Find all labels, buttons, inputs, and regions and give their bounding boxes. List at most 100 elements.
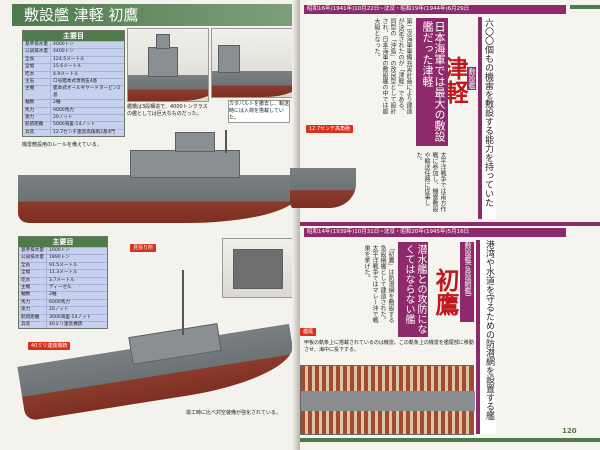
spec-value: 2軸: [53, 100, 61, 106]
tsugaru-date: 昭和16年(1941年)10月22日~沈没・昭和19年(1944年)6月29日: [304, 5, 566, 14]
tsugaru-type: 敷設艦: [467, 66, 476, 90]
photo-bridge: [127, 28, 209, 102]
section-header: 敷設艦 津軽 初鷹: [12, 4, 297, 26]
spec-value: 12.7センチ連装高角砲2基4門: [53, 129, 116, 135]
spec-value: 3.7メートル: [49, 277, 75, 283]
mast: [225, 130, 227, 153]
tsugaru-superstructure: [130, 150, 240, 178]
tsugaru-bridge: [175, 132, 215, 152]
spec-value: 1600トン: [49, 248, 70, 253]
spec-label: 基準排水量: [19, 248, 47, 255]
spec-label: 全長: [23, 56, 51, 64]
spec-value: 5000海里-14ノット: [53, 122, 96, 128]
spec-label: 馬力: [19, 299, 47, 307]
footer-bar: [300, 438, 600, 442]
spec-label: 兵装: [19, 322, 47, 329]
spec-label: 軸数: [19, 292, 47, 299]
hatsutaka-name: 初鷹: [431, 268, 460, 316]
tag-stern: 艦尾: [300, 328, 317, 336]
spec-value: 124.5メートル: [53, 56, 85, 62]
spec-value: 11.3メートル: [49, 270, 78, 276]
spec-value: 4400トン: [53, 49, 74, 55]
tsugaru-headline: 六〇〇個もの機雷を敷設する能力を持っていた: [478, 17, 496, 219]
tsugaru-title-block: 敷設艦 津軽: [440, 18, 476, 138]
caption-mines: 機雷敷設用のレールを備えている。: [22, 142, 102, 148]
divider: [300, 222, 600, 226]
page-number: 120: [562, 427, 577, 435]
caption-deck: 甲板の軌条上に搭載されているのは機雷。この軌条上の機雷を艦尾部に移動させ、海中に…: [304, 340, 474, 353]
tag-40mm: 40ミリ連装機銃: [28, 342, 71, 350]
spec-value: ディーゼル: [49, 285, 72, 291]
caption-hatsutaka: 竣工時に比べ対空装備が強化されている。: [186, 410, 281, 416]
spec-label: 主機: [19, 285, 47, 292]
header-accent: [570, 5, 600, 9]
spec-value: 艦本式オールギヤードタービン2基: [53, 86, 121, 98]
tag-lookout: 見張り所: [130, 244, 157, 252]
mast: [182, 270, 184, 335]
tsugaru-body-2: 太平洋戦争では南方作戦に参加し、機雷敷設や輸送任務に従事した。: [415, 152, 446, 212]
spec-value: 15.6メートル: [53, 64, 82, 70]
spec-label: 吃水: [19, 277, 47, 285]
hatsutaka-subtitle: 潜水艦との攻防になくてはならない艦: [398, 242, 428, 337]
spec-row: 主機ディーゼル: [19, 284, 107, 292]
spec-label: 軸数: [23, 100, 51, 107]
spec-value: 4.9メートル: [53, 71, 79, 77]
spec-label: 主缶: [23, 79, 51, 86]
spec-label: 主機: [23, 86, 51, 100]
spec-value: 4000トン: [53, 42, 74, 47]
spec-label: 速力: [23, 115, 51, 122]
spec-value: 9000馬力: [53, 107, 74, 113]
hatsutaka-body: 「初鷹」は防潜網を敷設する急設網艦として建造された。太平洋戦争ではマレー沖で戦果…: [363, 245, 394, 323]
spec-label: 公試排水量: [19, 255, 47, 262]
tag-12-7cm-gun: 12.7センチ高角砲: [306, 125, 354, 133]
spec-label: 全長: [19, 262, 47, 270]
tsugaru-body: 第二次海軍軍備充実計画により建造が決定されたのが「津軽」である。同型の「沖島」の…: [373, 18, 412, 114]
photo-aa-gun: [222, 238, 294, 298]
hatsutaka-type: 敷設艦(急設網艦): [460, 242, 474, 322]
spec-label: 全幅: [23, 64, 51, 71]
spec-label: 基準排水量: [23, 42, 51, 49]
right-page: 昭和16年(1941年)10月22日~沈没・昭和19年(1944年)6月29日 …: [290, 0, 600, 450]
spec-label: 公試排水量: [23, 49, 51, 56]
caption-catapult: カタパルトを撤去し、輸送時には入荷を搭載していた。: [228, 100, 290, 123]
spec-title: 主要目: [23, 31, 124, 41]
spec-row: 主機艦本式オールギヤードタービン2基: [23, 85, 124, 100]
spec-value: ロ号艦本式専焼缶4基: [53, 79, 98, 85]
spec-value: 3000海里-14ノット: [49, 314, 92, 320]
tsugaru-bow: [290, 168, 356, 208]
spec-label: 兵装: [23, 129, 51, 137]
hatsutaka-deck-photo: [300, 365, 475, 435]
spec-title: 主要目: [19, 237, 107, 247]
spec-value: 2軸: [49, 292, 57, 298]
spec-value: 91.5メートル: [49, 262, 78, 268]
hatsutaka-headline: 港湾や水道を守るための防潜網を設置する艦: [476, 240, 496, 434]
tsugaru-subtitle: 日本海軍では最大の敷設艦だった津軽: [416, 18, 448, 146]
spec-label: 吃水: [23, 71, 51, 79]
caption-bridge: 艦橋は3段構造で、4000トンクラスの艦としては巨大なものだった。: [127, 104, 208, 117]
spec-value: 40ミリ連装機銃: [49, 322, 83, 328]
spec-label: 馬力: [23, 107, 51, 115]
spec-row: 主缶ロ号艦本式専焼缶4基: [23, 78, 124, 86]
